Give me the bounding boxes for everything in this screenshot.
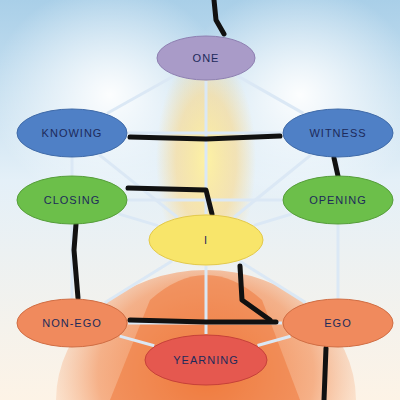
connector-line <box>72 158 73 175</box>
connector-line <box>120 336 155 346</box>
node-label: YEARNING <box>173 354 238 366</box>
ellipse-node: WITNESS <box>282 108 394 158</box>
ellipse-node: YEARNING <box>144 334 268 386</box>
connector-line <box>105 261 172 303</box>
node-label: I <box>204 234 208 246</box>
ellipse-node: NON-EGO <box>16 298 128 348</box>
ellipse-node: KNOWING <box>16 108 128 158</box>
connector-line <box>119 214 158 226</box>
ellipse-node: ONE <box>156 35 256 81</box>
connector-line <box>72 225 73 298</box>
ellipse-node: CLOSING <box>16 175 128 225</box>
connector-line <box>107 76 174 114</box>
connector-line <box>338 225 339 298</box>
node-label: CLOSING <box>44 194 101 206</box>
node-label: EGO <box>324 317 351 329</box>
ellipse-node: OPENING <box>282 175 394 225</box>
connector-line <box>240 261 306 302</box>
node-label: WITNESS <box>309 127 366 139</box>
node-label: OPENING <box>309 194 367 206</box>
connector-line <box>237 76 303 113</box>
connector-line <box>254 214 292 225</box>
ellipse-node: I <box>148 214 264 266</box>
node-label: ONE <box>193 52 220 64</box>
connector-line <box>128 133 282 134</box>
connector-line <box>128 200 282 201</box>
ellipse-node: EGO <box>282 298 394 348</box>
node-label: NON-EGO <box>42 317 102 329</box>
connector-line <box>258 336 291 345</box>
node-label: KNOWING <box>42 127 103 139</box>
